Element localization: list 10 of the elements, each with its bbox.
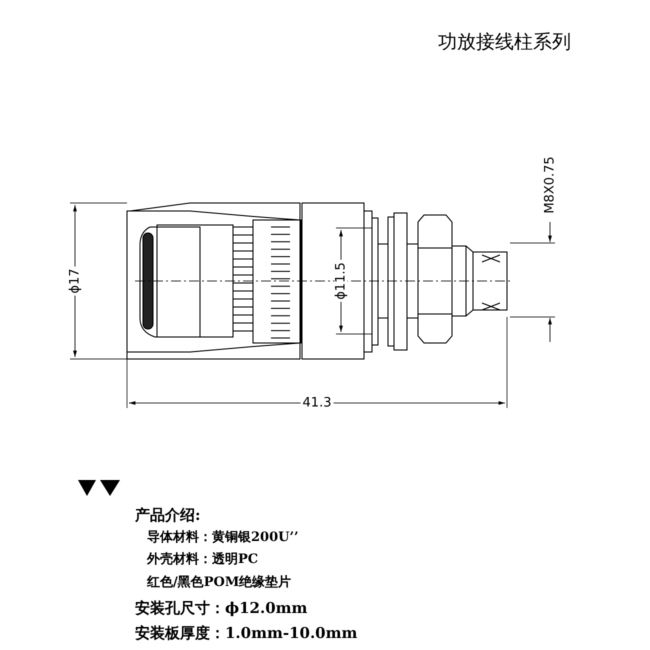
spec-text: 导体材料：黄铜银200U’’ — [147, 531, 299, 544]
dimension-label: 41.3 — [300, 396, 334, 410]
spec-text: 安装孔尺寸：ϕ12.0mm — [135, 601, 308, 616]
spec-text: 产品介绍: — [135, 508, 201, 523]
spec-text: 安装板厚度：1.0mm-10.0mm — [135, 626, 358, 641]
title: 功放接线柱系列 — [438, 33, 571, 52]
spec-text: 红色/黑色POM绝缘垫片 — [147, 576, 292, 589]
dimension-label: ϕ11.5 — [334, 260, 348, 302]
spec-text: 外壳材料：透明PC — [147, 553, 258, 566]
dimension-label: ϕ17 — [68, 266, 82, 296]
